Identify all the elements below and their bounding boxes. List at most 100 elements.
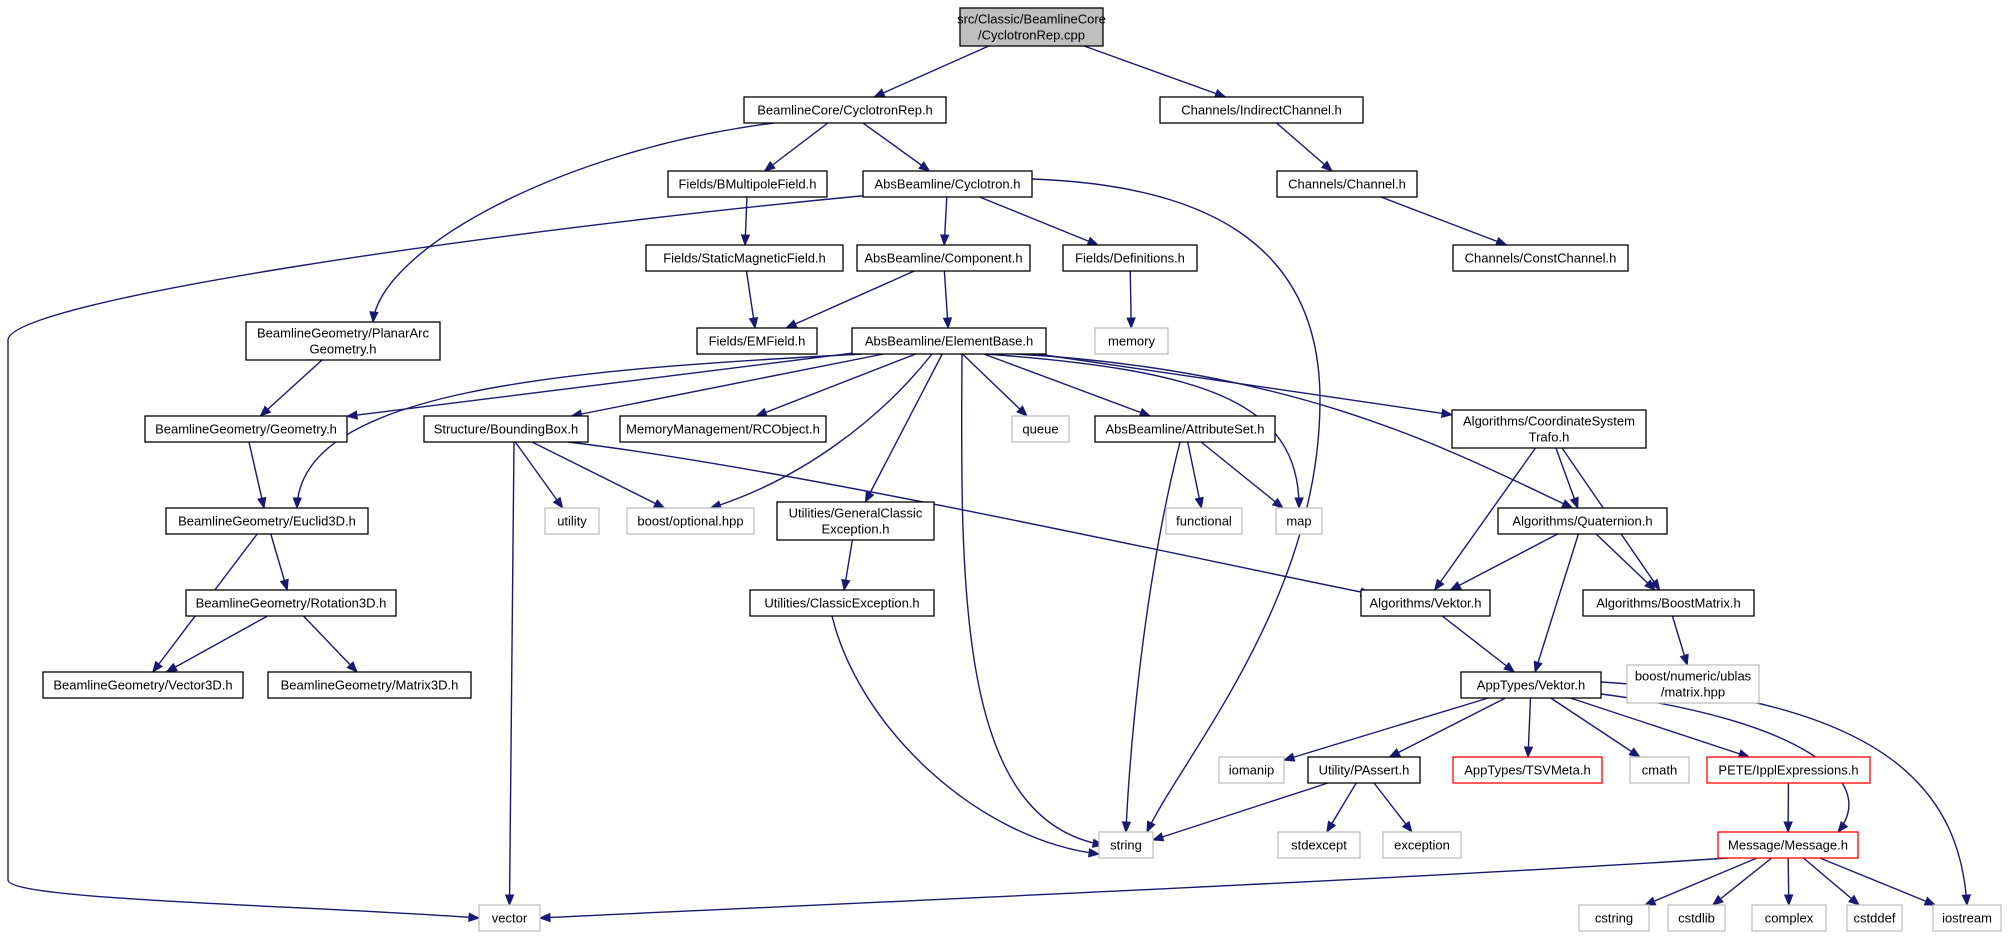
node-apptvektor[interactable]: AppTypes/Vektor.h bbox=[1460, 671, 1602, 699]
node-memory[interactable]: memory bbox=[1094, 327, 1169, 355]
node-box[interactable] bbox=[1165, 507, 1243, 535]
node-box[interactable] bbox=[851, 327, 1047, 355]
node-box[interactable] bbox=[267, 671, 472, 699]
node-classexc[interactable]: Utilities/ClassicException.h bbox=[749, 589, 935, 617]
node-root[interactable]: src/Classic/BeamlineCore/CyclotronRep.cp… bbox=[957, 7, 1106, 47]
node-cstdlib[interactable]: cstdlib bbox=[1667, 904, 1726, 932]
node-cycrep[interactable]: BeamlineCore/CyclotronRep.h bbox=[743, 96, 947, 124]
node-box[interactable] bbox=[1452, 756, 1603, 784]
node-box[interactable] bbox=[245, 321, 441, 361]
node-box[interactable] bbox=[1307, 756, 1421, 784]
node-cstddef[interactable]: cstddef bbox=[1846, 904, 1903, 932]
node-box[interactable] bbox=[1626, 664, 1760, 704]
node-boostopt[interactable]: boost/optional.hpp bbox=[626, 507, 755, 535]
node-exception[interactable]: exception bbox=[1382, 831, 1462, 859]
node-message[interactable]: Message/Message.h bbox=[1717, 831, 1859, 859]
node-box[interactable] bbox=[1218, 756, 1285, 784]
node-euclid[interactable]: BeamlineGeometry/Euclid3D.h bbox=[165, 507, 369, 535]
node-iomanip[interactable]: iomanip bbox=[1218, 756, 1285, 784]
node-vector3d[interactable]: BeamlineGeometry/Vector3D.h bbox=[42, 671, 244, 699]
node-box[interactable] bbox=[1275, 507, 1323, 535]
node-box[interactable] bbox=[1932, 904, 2002, 932]
node-box[interactable] bbox=[667, 170, 828, 198]
node-component[interactable]: AbsBeamline/Component.h bbox=[856, 244, 1031, 272]
node-box[interactable] bbox=[1460, 671, 1602, 699]
node-box[interactable] bbox=[544, 507, 600, 535]
node-abscyc[interactable]: AbsBeamline/Cyclotron.h bbox=[862, 170, 1033, 198]
node-constch[interactable]: Channels/ConstChannel.h bbox=[1452, 244, 1629, 272]
node-box[interactable] bbox=[619, 415, 827, 443]
node-cmath[interactable]: cmath bbox=[1629, 756, 1690, 784]
node-box[interactable] bbox=[1667, 904, 1726, 932]
node-box[interactable] bbox=[1159, 96, 1364, 124]
node-box[interactable] bbox=[423, 415, 589, 443]
node-box[interactable] bbox=[645, 244, 844, 272]
node-box[interactable] bbox=[1094, 327, 1169, 355]
node-utility[interactable]: utility bbox=[544, 507, 600, 535]
node-elembase[interactable]: AbsBeamline/ElementBase.h bbox=[851, 327, 1047, 355]
node-cstring[interactable]: cstring bbox=[1578, 904, 1650, 932]
node-box[interactable] bbox=[1578, 904, 1650, 932]
node-geometry[interactable]: BeamlineGeometry/Geometry.h bbox=[144, 415, 348, 443]
node-map[interactable]: map bbox=[1275, 507, 1323, 535]
node-attrset[interactable]: AbsBeamline/AttributeSet.h bbox=[1094, 415, 1276, 443]
node-string[interactable]: string bbox=[1098, 831, 1154, 859]
node-box[interactable] bbox=[749, 589, 935, 617]
node-box[interactable] bbox=[1846, 904, 1903, 932]
node-indirect[interactable]: Channels/IndirectChannel.h bbox=[1159, 96, 1364, 124]
node-box[interactable] bbox=[959, 7, 1104, 47]
node-box[interactable] bbox=[1452, 244, 1629, 272]
node-box[interactable] bbox=[1629, 756, 1690, 784]
node-box[interactable] bbox=[144, 415, 348, 443]
node-stdexcept[interactable]: stdexcept bbox=[1277, 831, 1361, 859]
node-box[interactable] bbox=[478, 904, 541, 932]
node-box[interactable] bbox=[1360, 589, 1491, 617]
node-box[interactable] bbox=[1497, 507, 1668, 535]
node-box[interactable] bbox=[1098, 831, 1154, 859]
node-box[interactable] bbox=[165, 507, 369, 535]
node-tsvmeta[interactable]: AppTypes/TSVMeta.h bbox=[1452, 756, 1603, 784]
node-box[interactable] bbox=[856, 244, 1031, 272]
node-bbox[interactable]: Structure/BoundingBox.h bbox=[423, 415, 589, 443]
node-bmult[interactable]: Fields/BMultipoleField.h bbox=[667, 170, 828, 198]
node-passert[interactable]: Utility/PAssert.h bbox=[1307, 756, 1421, 784]
node-quaternion[interactable]: Algorithms/Quaternion.h bbox=[1497, 507, 1668, 535]
node-channel[interactable]: Channels/Channel.h bbox=[1276, 170, 1418, 198]
node-queue[interactable]: queue bbox=[1011, 415, 1070, 443]
node-boostmatrix[interactable]: Algorithms/BoostMatrix.h bbox=[1582, 589, 1755, 617]
node-box[interactable] bbox=[862, 170, 1033, 198]
node-complex[interactable]: complex bbox=[1751, 904, 1827, 932]
node-box[interactable] bbox=[1751, 904, 1827, 932]
node-box[interactable] bbox=[185, 589, 397, 617]
node-emfield[interactable]: Fields/EMField.h bbox=[696, 327, 818, 355]
node-iostream[interactable]: iostream bbox=[1932, 904, 2002, 932]
node-box[interactable] bbox=[1011, 415, 1070, 443]
node-ippl[interactable]: PETE/IpplExpressions.h bbox=[1706, 756, 1871, 784]
node-rcobj[interactable]: MemoryManagement/RCObject.h bbox=[619, 415, 827, 443]
node-ublas[interactable]: boost/numeric/ublas/matrix.hpp bbox=[1626, 664, 1760, 704]
node-box[interactable] bbox=[1706, 756, 1871, 784]
node-algvektor[interactable]: Algorithms/Vektor.h bbox=[1360, 589, 1491, 617]
node-box[interactable] bbox=[42, 671, 244, 699]
node-statmag[interactable]: Fields/StaticMagneticField.h bbox=[645, 244, 844, 272]
node-matrix3d[interactable]: BeamlineGeometry/Matrix3D.h bbox=[267, 671, 472, 699]
node-definitions[interactable]: Fields/Definitions.h bbox=[1062, 244, 1198, 272]
node-box[interactable] bbox=[626, 507, 755, 535]
node-rotation[interactable]: BeamlineGeometry/Rotation3D.h bbox=[185, 589, 397, 617]
node-box[interactable] bbox=[743, 96, 947, 124]
node-box[interactable] bbox=[776, 501, 935, 541]
node-functional[interactable]: functional bbox=[1165, 507, 1243, 535]
node-vector[interactable]: vector bbox=[478, 904, 541, 932]
node-box[interactable] bbox=[1094, 415, 1276, 443]
node-box[interactable] bbox=[1451, 409, 1647, 449]
node-box[interactable] bbox=[1276, 170, 1418, 198]
node-box[interactable] bbox=[1382, 831, 1462, 859]
node-box[interactable] bbox=[1277, 831, 1361, 859]
node-box[interactable] bbox=[1062, 244, 1198, 272]
node-box[interactable] bbox=[1717, 831, 1859, 859]
node-box[interactable] bbox=[696, 327, 818, 355]
node-box[interactable] bbox=[1582, 589, 1755, 617]
